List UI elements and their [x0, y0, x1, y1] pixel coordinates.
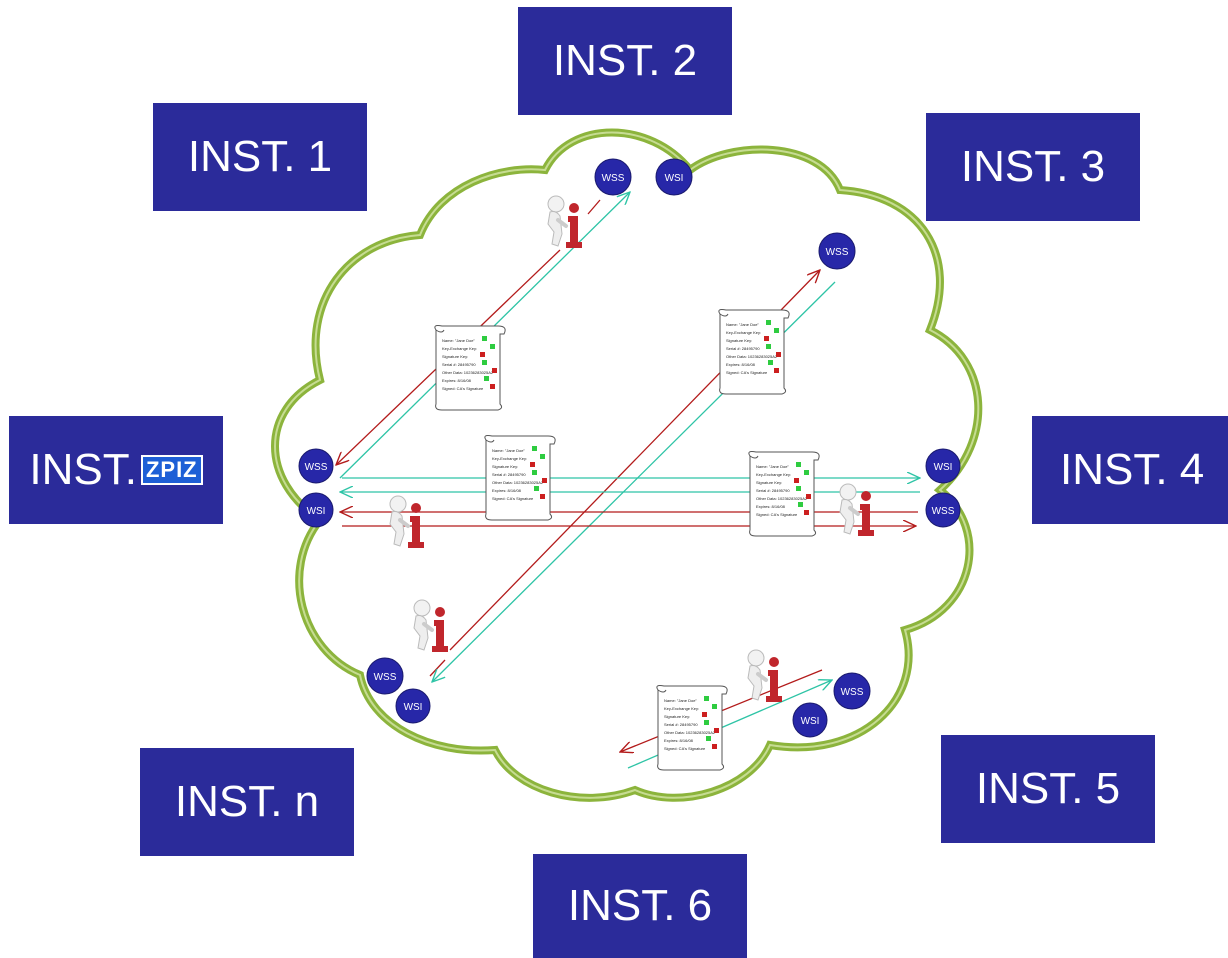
wsi-node: WSI	[298, 492, 334, 528]
certificate	[656, 685, 728, 771]
info-person-icon	[746, 648, 784, 704]
institution-box-5: INST. 5	[941, 735, 1155, 843]
institution-box-n: INST. n	[140, 748, 354, 856]
institution-label: INST. 6	[567, 881, 713, 930]
zpiz-logo: ZPIZ	[140, 455, 203, 485]
institution-label: INST. 2	[552, 36, 698, 85]
wss-node: WSS	[833, 672, 871, 710]
wss-node: WSS	[366, 657, 404, 695]
svg-text:WSS: WSS	[841, 687, 864, 698]
institution-box-home: INST. ZPIZ	[9, 416, 223, 524]
svg-text:WSS: WSS	[826, 247, 849, 258]
institution-box-6: INST. 6	[533, 854, 747, 958]
institution-box-2: INST. 2	[518, 7, 732, 115]
institution-box-3: INST. 3	[926, 113, 1140, 221]
wsi-node: WSI	[655, 158, 693, 196]
svg-text:WSS: WSS	[305, 462, 328, 473]
wsi-node: WSI	[395, 688, 431, 724]
certificate	[718, 309, 790, 395]
institution-label: INST.	[29, 445, 137, 494]
certificate	[484, 435, 556, 521]
wsi-node: WSI	[792, 702, 828, 738]
svg-text:WSI: WSI	[934, 462, 953, 473]
institution-label: INST. 5	[975, 764, 1121, 813]
wss-node: WSS	[818, 232, 856, 270]
request-arrow	[429, 659, 446, 677]
svg-text:WSS: WSS	[602, 173, 625, 184]
info-person-icon	[388, 494, 426, 550]
message-arrows	[336, 192, 920, 769]
institution-label: INST. 1	[187, 132, 333, 181]
network-cloud	[271, 128, 983, 802]
certificate	[434, 325, 506, 411]
svg-text:WSI: WSI	[307, 506, 326, 517]
svg-text:WSI: WSI	[801, 716, 820, 727]
wsi-node: WSI	[925, 448, 961, 484]
wss-node: WSS	[925, 492, 961, 528]
svg-text:WSI: WSI	[404, 702, 423, 713]
svg-text:WSS: WSS	[932, 506, 955, 517]
institution-label: INST. 4	[1060, 445, 1205, 494]
institution-label: INST. n	[174, 777, 320, 826]
info-person-icon	[412, 598, 450, 654]
wss-node: WSS	[594, 158, 632, 196]
institution-box-1: INST. 1	[153, 103, 367, 211]
info-person-icon	[546, 194, 584, 250]
svg-text:WSI: WSI	[665, 173, 684, 184]
institution-label: INST. 3	[960, 142, 1106, 191]
wss-node: WSS	[298, 448, 334, 484]
svg-text:WSS: WSS	[374, 672, 397, 683]
certificate	[748, 451, 820, 537]
institution-box-4: INST. 4	[1032, 416, 1228, 524]
request-arrow	[587, 199, 601, 215]
